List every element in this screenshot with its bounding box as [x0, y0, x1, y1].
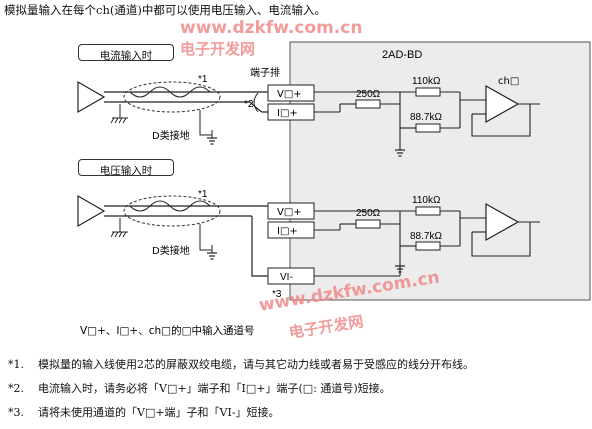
r250-label-current: 250Ω	[356, 89, 381, 100]
source-triangle-voltage	[77, 194, 106, 228]
note-text: 模拟量的输入线使用2芯的屏蔽双绞电缆，请与其它动力线或者易于受感应的线分开布线。	[38, 358, 474, 371]
r110k-label-current: 110kΩ	[412, 76, 441, 87]
current-section-label: 电流输入时	[78, 44, 174, 62]
ch-label: ch□	[498, 76, 519, 87]
r110k-label-voltage: 110kΩ	[412, 195, 441, 206]
r887k-label-voltage: 88.7kΩ	[410, 231, 442, 242]
source-triangle-current	[77, 80, 106, 114]
voltage-section-label: 电压输入时	[78, 159, 174, 177]
terminal-i-label-voltage: I□+	[277, 226, 298, 237]
opamp-current	[485, 84, 520, 124]
note-mark: *1.	[8, 358, 24, 371]
ground-label-current: D类接地	[152, 129, 190, 142]
terminal-viminus-label: VI-	[280, 272, 293, 283]
terminal-i-label-current: I□+	[277, 108, 298, 119]
opamp-voltage	[485, 202, 520, 242]
r250-label-voltage: 250Ω	[356, 208, 381, 219]
shield-current	[123, 81, 221, 113]
resistor-887k-voltage	[415, 241, 441, 251]
module-label: 2AD-BD	[382, 49, 422, 61]
note-text: 请将未使用通道的「V□+端」子和「VI-」短接。	[38, 406, 280, 419]
resistor-250-current	[355, 99, 381, 109]
legend-text: V□+、I□+、ch□的□中输入通道号	[80, 324, 255, 337]
star2-label: *2	[244, 99, 254, 110]
intro-text: 模拟量输入在每个ch(通道)中都可以使用电压输入、电流输入。	[4, 3, 326, 17]
terminal-v-label-current: V□+	[277, 89, 302, 100]
watermark-name-top: 电子开发网	[180, 40, 256, 58]
star1-current: *1	[198, 74, 208, 85]
terminal-block-label: 端子排	[250, 66, 280, 79]
terminal-v-current	[267, 84, 315, 102]
note-mark: *3.	[8, 406, 24, 419]
note-1: *1. 模拟量的输入线使用2芯的屏蔽双绞电缆，请与其它动力线或者易于受感应的线分开…	[8, 356, 474, 372]
watermark-url-top: www.dzkfw.com.cn	[180, 18, 363, 38]
note-mark: *2.	[8, 382, 24, 395]
resistor-887k-current	[415, 123, 441, 133]
resistor-110k-current	[415, 87, 441, 97]
resistor-110k-voltage	[415, 206, 441, 216]
ground-label-voltage: D类接地	[152, 244, 190, 257]
shield-voltage	[123, 195, 221, 227]
voltage-input-section	[77, 194, 540, 285]
resistor-250-voltage	[355, 219, 381, 229]
r887k-label-current: 88.7kΩ	[410, 112, 442, 123]
note-text: 电流输入时，请务必将「V□+」端子和「I□+」端子(□: 通道号)短接。	[38, 382, 391, 395]
note-3: *3. 请将未使用通道的「V□+端」子和「VI-」短接。	[8, 404, 280, 420]
star1-voltage: *1	[198, 189, 208, 200]
current-input-section	[77, 80, 540, 157]
star3-label: *3	[272, 289, 282, 300]
module-box	[289, 41, 591, 301]
note-2: *2. 电流输入时，请务必将「V□+」端子和「I□+」端子(□: 通道号)短接。	[8, 380, 391, 396]
terminal-v-label-voltage: V□+	[277, 207, 302, 218]
